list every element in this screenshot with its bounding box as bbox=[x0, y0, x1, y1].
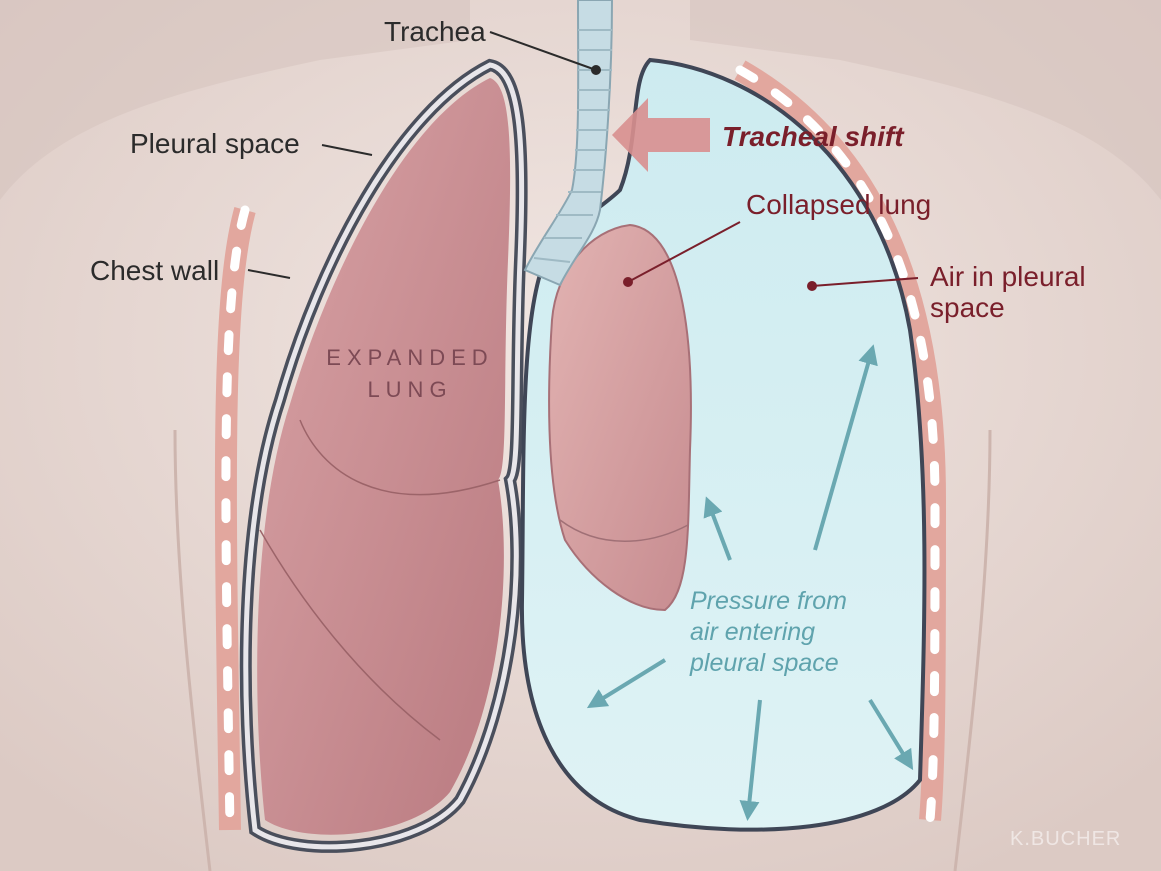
air-in-pleural-label-line1: Air in pleural bbox=[930, 262, 1086, 292]
trachea-label: Trachea bbox=[384, 17, 486, 47]
artist-signature: K.BUCHER bbox=[1010, 828, 1121, 851]
expanded-lung-label: EXPANDED LUNG bbox=[300, 342, 520, 406]
collapsed-lung-label: Collapsed lung bbox=[746, 190, 931, 220]
chest-wall-label: Chest wall bbox=[90, 256, 219, 286]
tracheal-shift-label: Tracheal shift bbox=[722, 122, 904, 152]
expanded-label-line2: LUNG bbox=[300, 374, 520, 406]
pressure-label: Pressure from air entering pleural space bbox=[690, 586, 847, 679]
air-in-pleural-label-line2: space bbox=[930, 293, 1005, 323]
pressure-label-line3: pleural space bbox=[690, 648, 847, 679]
pleural-space-label: Pleural space bbox=[130, 129, 300, 159]
pressure-label-line1: Pressure from bbox=[690, 586, 847, 617]
pressure-label-line2: air entering bbox=[690, 617, 847, 648]
expanded-label-line1: EXPANDED bbox=[300, 342, 520, 374]
